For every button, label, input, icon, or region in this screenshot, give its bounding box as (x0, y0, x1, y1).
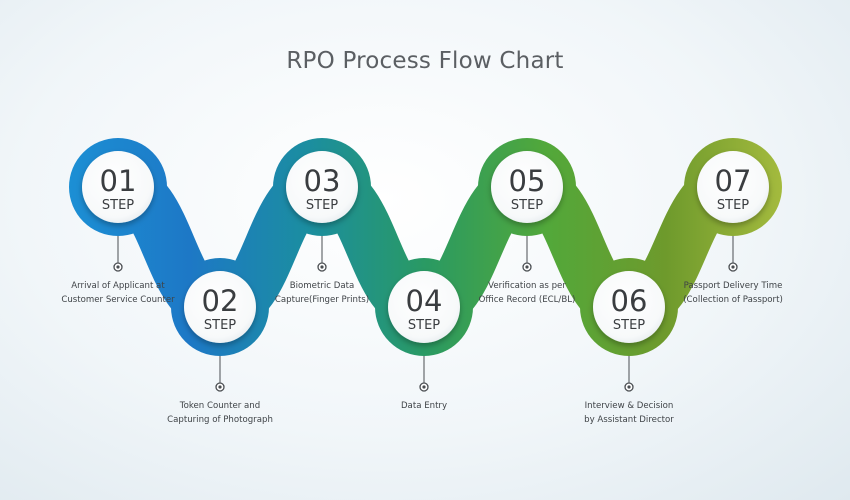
step-disc-7 (697, 151, 769, 223)
connector-dot-center-6 (627, 385, 631, 389)
step-number-5: 05 (509, 164, 546, 198)
connector-dot-center-2 (218, 385, 222, 389)
step-disc-3 (286, 151, 358, 223)
connector-dot-center-4 (422, 385, 426, 389)
step-label-2: Token Counter and Capturing of Photograp… (167, 401, 273, 425)
step-label-5: Verification as per Office Record (ECL/B… (478, 281, 576, 305)
step-number-3: 03 (304, 164, 341, 198)
connector-dot-center-5 (525, 265, 529, 269)
step-label-3: Biometric Data Capture(Finger Prints) (274, 281, 370, 305)
step-word-1: STEP (102, 198, 134, 213)
step-number-4: 04 (406, 284, 443, 318)
step-word-2: STEP (204, 318, 236, 333)
step-disc-1 (82, 151, 154, 223)
step-disc-5 (491, 151, 563, 223)
step-disc-6 (593, 271, 665, 343)
step-number-2: 02 (202, 284, 239, 318)
connector-dot-center-7 (731, 265, 735, 269)
step-word-4: STEP (408, 318, 440, 333)
connector-dot-center-3 (320, 265, 324, 269)
connector-dot-center-1 (116, 265, 120, 269)
step-number-7: 07 (715, 164, 752, 198)
step-disc-4 (388, 271, 460, 343)
step-number-6: 06 (611, 284, 648, 318)
step-disc-2 (184, 271, 256, 343)
page-title: RPO Process Flow Chart (286, 48, 564, 74)
step-word-5: STEP (511, 198, 543, 213)
step-label-6: Interview & Decision by Assistant Direct… (584, 401, 674, 425)
step-word-3: STEP (306, 198, 338, 213)
step-label-4: Data Entry (400, 401, 448, 411)
step-label-7: Passport Delivery Time (Collection of Pa… (683, 281, 783, 305)
step-word-7: STEP (717, 198, 749, 213)
step-label-1: Arrival of Applicant at Customer Service… (61, 281, 175, 305)
step-number-1: 01 (100, 164, 137, 198)
step-word-6: STEP (613, 318, 645, 333)
